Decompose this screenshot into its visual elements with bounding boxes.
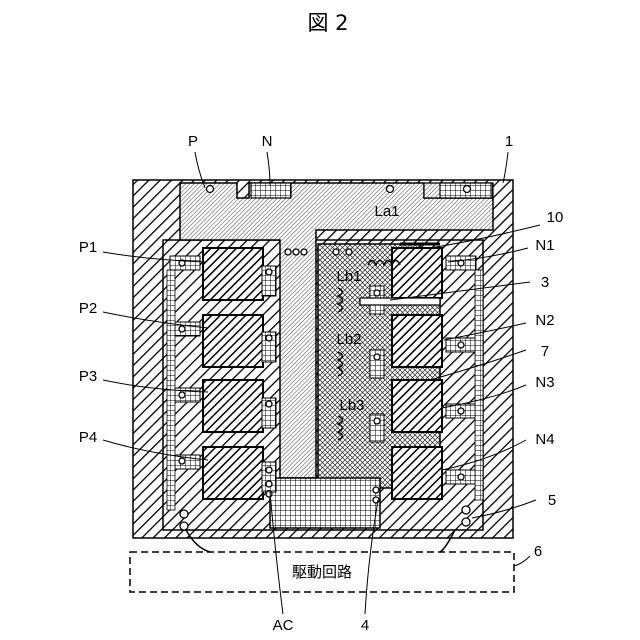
chip-p4 (203, 447, 263, 499)
chip-n4 (392, 447, 442, 499)
chip-n1 (392, 248, 442, 298)
label-p2: P2 (79, 300, 97, 317)
label-5: 5 (548, 492, 556, 509)
label-6: 6 (534, 543, 542, 560)
label-3: 3 (541, 274, 549, 291)
label-10: 10 (547, 209, 564, 226)
label-lb3: Lb3 (339, 397, 364, 414)
label-4: 4 (361, 617, 369, 634)
label-la1: La1 (374, 203, 399, 220)
label-n3: N3 (535, 374, 554, 391)
figure-title: 図 2 (307, 11, 348, 35)
label-p3: P3 (79, 368, 97, 385)
label-lb2: Lb2 (336, 331, 361, 348)
drive-circuit-label: 駆動回路 (292, 563, 352, 581)
chip-p1 (203, 248, 263, 300)
label-n2: N2 (535, 312, 554, 329)
label-lb1: Lb1 (336, 268, 361, 285)
label-n: N (262, 133, 273, 150)
chip-n3 (392, 380, 442, 432)
label-p: P (188, 133, 198, 150)
chip-p2 (203, 315, 263, 367)
terminal-n-top (251, 183, 291, 198)
label-n1: N1 (535, 237, 554, 254)
label-p4: P4 (79, 429, 97, 446)
ac-terminal (270, 478, 380, 528)
label-1: 1 (505, 133, 513, 150)
chip-n2 (392, 315, 442, 367)
chip-p3 (203, 380, 263, 432)
label-p1: P1 (79, 239, 97, 256)
right-wire-strip (475, 270, 483, 500)
label-7: 7 (541, 343, 549, 360)
label-n4: N4 (535, 431, 554, 448)
label-ac: AC (273, 617, 294, 634)
